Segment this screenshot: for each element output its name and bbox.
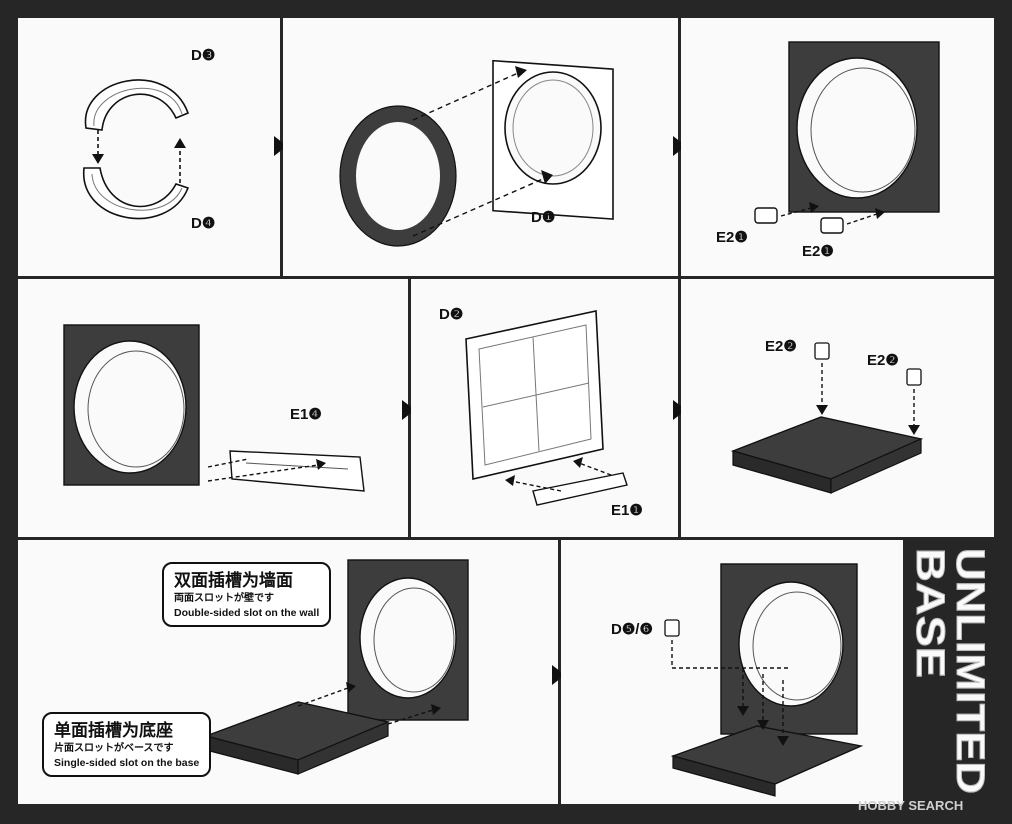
ring-half-lower	[83, 167, 190, 220]
bar-e1-1	[532, 472, 628, 506]
part-label-d4: D❹	[191, 215, 216, 232]
pin-d5-6	[664, 619, 680, 637]
final-assembly-illustration	[664, 563, 864, 797]
callout-base-en: Single-sided slot on the base	[54, 757, 200, 769]
step-panel-ring-into-frame: D❶	[283, 18, 678, 276]
ring-halves-illustration	[83, 79, 190, 220]
callout-wall-jp: 両面スロットが壁です	[174, 593, 274, 604]
callout-base-zh: 单面插槽为底座	[54, 721, 173, 741]
step-panel-wall-and-base: 双面插槽为墙面 両面スロットが壁です Double-sided slot on …	[18, 540, 558, 804]
d2-panel-illustration	[465, 310, 628, 506]
part-label-e2-2b: E2❷	[867, 352, 899, 369]
bar-e1-4	[229, 450, 365, 492]
callout-wall-en: Double-sided slot on the wall	[174, 607, 320, 619]
part-label-e2-1b: E2❶	[802, 243, 834, 260]
dark-ring	[340, 106, 456, 246]
side-title-line1: UNLIMITED	[948, 548, 992, 794]
part-label-d3: D❸	[191, 47, 216, 64]
part-label-d2: D❷	[439, 306, 464, 323]
callout-wall: 双面插槽为墙面 両面スロットが壁です Double-sided slot on …	[162, 562, 332, 627]
part-label-e2-1a: E2❶	[716, 229, 748, 246]
assembled-frame-illustration	[754, 41, 940, 234]
pin-e2-1-left	[754, 207, 778, 224]
step-panel-final-assembly: D❺/❻	[561, 540, 903, 804]
callout-base-jp: 片面スロットがベースです	[54, 743, 174, 754]
step-panel-ring-halves: D❸ D❹	[18, 18, 280, 276]
pin-e2-1-right	[820, 217, 844, 234]
pin-e2-2-left	[814, 342, 830, 360]
part-label-e1-1: E1❶	[611, 502, 643, 519]
side-title: UNLIMITED BASE	[913, 548, 993, 795]
ring-frame-illustration	[339, 59, 614, 247]
side-title-line2: BASE	[913, 548, 952, 678]
step-panel-assembled-frame: E2❶ E2❶	[681, 18, 994, 276]
base-plate-illustration	[730, 342, 924, 494]
callout-base: 单面插槽为底座 片面スロットがベースです Single-sided slot o…	[42, 712, 212, 777]
step-panel-base-plate: E2❷ E2❷	[681, 279, 994, 537]
watermark-text: HOBBY SEARCH	[858, 798, 964, 813]
part-label-d5-6: D❺/❻	[611, 621, 653, 638]
part-label-e2-2a: E2❷	[765, 338, 797, 355]
wall-base-illustration	[203, 559, 469, 775]
part-label-d1: D❶	[531, 209, 556, 226]
pin-e2-2-right	[906, 368, 922, 386]
callout-wall-zh: 双面插槽为墙面	[174, 571, 293, 591]
step-panel-frame-with-bar: E1❹	[18, 279, 408, 537]
frame-bar-illustration	[63, 324, 365, 492]
part-label-e1-4: E1❹	[290, 406, 322, 423]
step-panel-d2-panel: D❷ E1❶	[411, 279, 678, 537]
